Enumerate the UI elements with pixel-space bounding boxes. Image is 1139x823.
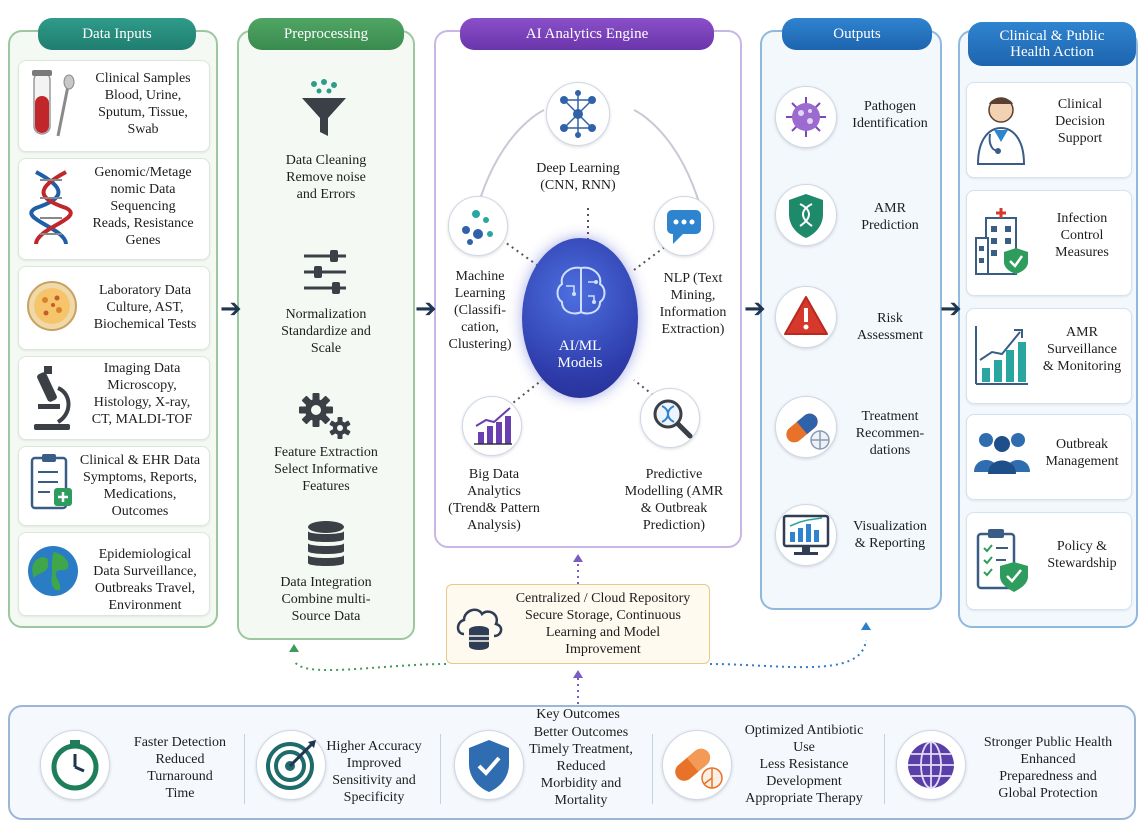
- arrow-pre-to-ai: ➔: [415, 294, 437, 324]
- ai-engine-title: AI Analytics Engine: [460, 18, 714, 50]
- hospital-icon: [975, 208, 1028, 275]
- policy-icon: [976, 529, 1028, 592]
- arrow-ai-to-outputs: ➔: [744, 294, 766, 324]
- output-circle-treatment: [775, 396, 837, 458]
- outputs-title: Outputs: [782, 18, 932, 50]
- outcome-divider: [652, 734, 653, 804]
- gears-icon: [299, 393, 351, 439]
- key-outcomes-title: Key Outcomes: [536, 707, 620, 722]
- globe-icon: [28, 546, 78, 596]
- data-inputs-title: Data Inputs: [38, 18, 196, 50]
- world-icon: [908, 741, 954, 789]
- brain-circuit-icon: [556, 266, 606, 315]
- funnel-icon: [302, 79, 346, 136]
- dna-icon: [29, 170, 73, 245]
- bar-trend-icon: [474, 407, 512, 445]
- neural-network-icon: [560, 90, 596, 138]
- arrow-outputs-to-action: ➔: [940, 294, 962, 324]
- magnifier-dna-icon: [653, 399, 693, 439]
- doctor-icon: [976, 97, 1026, 165]
- sliders-icon: [304, 250, 346, 294]
- test-tube-icon: [32, 70, 75, 137]
- repository-box: [446, 584, 710, 664]
- pathogen-icon: [786, 97, 826, 137]
- shield-check-icon: [469, 740, 509, 792]
- monitor-chart-icon: [782, 514, 830, 555]
- chat-bubble-icon: [667, 210, 701, 244]
- action-title: Clinical & Public Health Action: [968, 22, 1136, 66]
- output-label-visualization: Visualization& Reporting: [853, 519, 927, 551]
- input-card-genomic: [18, 158, 210, 260]
- target-icon: [266, 740, 316, 790]
- cluster-icon: [462, 210, 493, 245]
- trend-chart-icon: [975, 326, 1028, 385]
- ai-ml-core: [522, 238, 638, 398]
- cloud-database-icon: [456, 608, 503, 650]
- action-card-outbreak: [966, 414, 1132, 500]
- outcome-divider: [244, 734, 245, 804]
- preprocessing-title: Preprocessing: [248, 18, 404, 50]
- clipboard-icon: [30, 454, 72, 510]
- action-title-line-1: Clinical & Public: [999, 28, 1105, 44]
- deep-learning-label: Deep Learning(CNN, RNN): [536, 161, 620, 193]
- action-title-line-2: Health Action: [1010, 44, 1094, 60]
- action-label-policy: Policy &Stewardship: [1047, 539, 1117, 571]
- arrow-inputs-to-pre: ➔: [220, 294, 242, 324]
- petri-dish-icon: [27, 281, 77, 331]
- pill-icon: [786, 413, 830, 450]
- machine-learning-node: [448, 196, 508, 256]
- shield-dna-icon: [789, 194, 823, 238]
- team-icon: [974, 433, 1030, 474]
- action-card-surveillance: [966, 308, 1132, 404]
- microscope-icon: [34, 366, 71, 430]
- database-icon: [308, 521, 344, 566]
- capsule-icon: [675, 748, 723, 789]
- clock-icon: [51, 740, 99, 791]
- outcome-divider: [884, 734, 885, 804]
- warning-icon: [784, 296, 828, 335]
- outcome-divider: [440, 734, 441, 804]
